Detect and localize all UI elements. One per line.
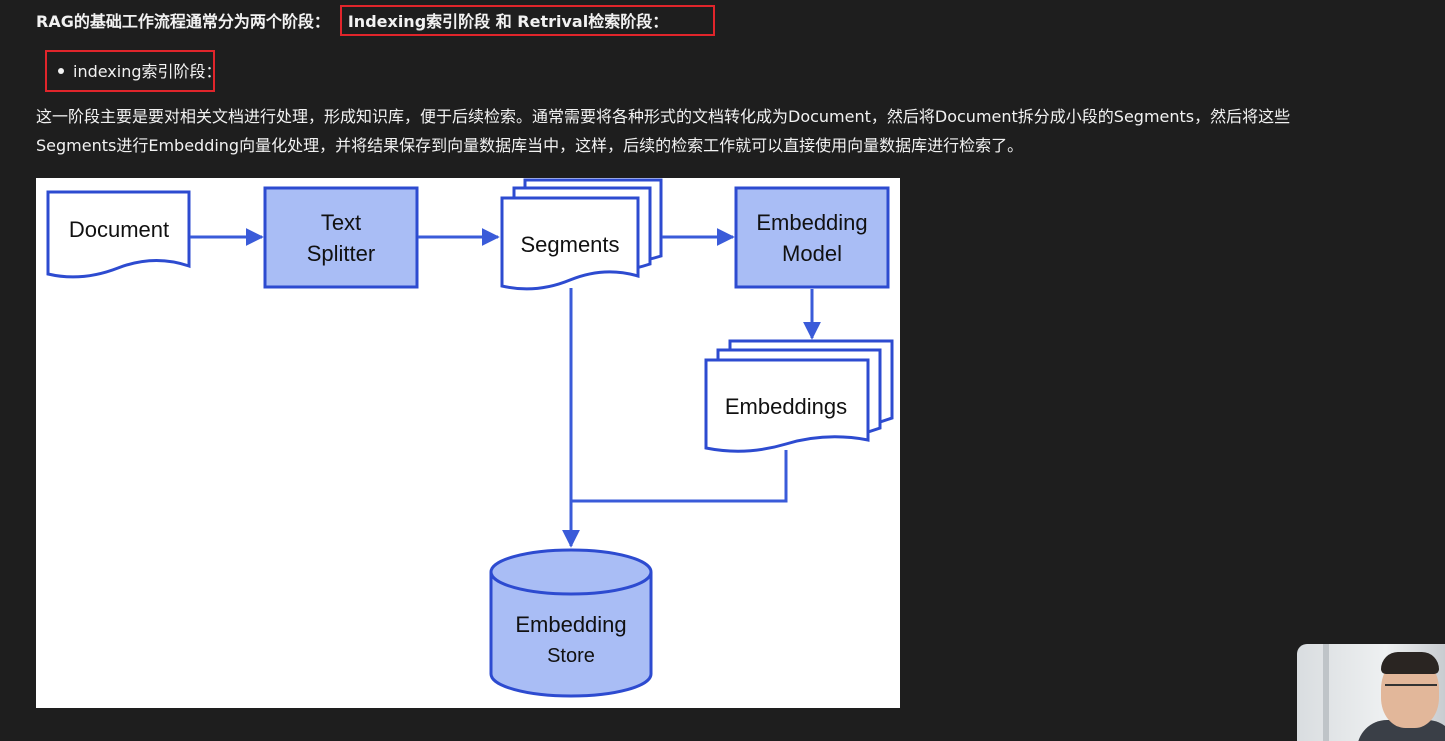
text-splitter-label-2: Splitter: [307, 241, 375, 266]
embedding-store-label-1: Embedding: [515, 612, 626, 637]
embeddings-label: Embeddings: [725, 394, 847, 419]
glasses-icon: [1385, 684, 1437, 696]
highlight-box-bullet: [45, 50, 215, 92]
webcam-overlay: [1297, 644, 1445, 741]
text-splitter-label-1: Text: [321, 210, 361, 235]
document-label: Document: [69, 217, 169, 242]
description-paragraph: 这一阶段主要是要对相关文档进行处理，形成知识库，便于后续检索。通常需要将各种形式…: [36, 102, 1406, 160]
text-splitter-node: [263, 186, 419, 289]
heading-prefix: RAG的基础工作流程通常分为两个阶段：: [36, 12, 330, 31]
indexing-flow-diagram: Document Text Splitter Segments Embeddin…: [36, 178, 900, 708]
embedding-store-label-2: Store: [547, 645, 595, 667]
bullet-item-indexing: indexing索引阶段：: [58, 58, 222, 82]
embedding-model-label-1: Embedding: [756, 210, 867, 235]
embedding-model-label-2: Model: [782, 241, 842, 266]
bullet-label: indexing索引阶段：: [73, 62, 222, 81]
flow-diagram-svg: Document Text Splitter Segments Embeddin…: [46, 178, 894, 698]
heading-highlight: Indexing索引阶段 和 Retrival检索阶段：: [347, 12, 669, 31]
embeddings-node: [704, 339, 894, 453]
segments-label: Segments: [520, 232, 619, 257]
document-node: [46, 190, 191, 279]
paragraph-line-1: 这一阶段主要是要对相关文档进行处理，形成知识库，便于后续检索。通常需要将各种形式…: [36, 107, 1291, 126]
paragraph-line-2: Segments进行Embedding向量化处理，并将结果保存到向量数据库当中，…: [36, 136, 1024, 155]
section-heading: RAG的基础工作流程通常分为两个阶段： Indexing索引阶段 和 Retriv…: [36, 8, 668, 32]
bullet-dot-icon: [58, 67, 64, 74]
embedding-store-node: [489, 548, 653, 698]
embedding-model-node: [734, 186, 890, 289]
line-embeddings-to-store: [571, 450, 788, 503]
highlight-box-heading: [340, 5, 715, 36]
segments-node: [500, 178, 663, 291]
